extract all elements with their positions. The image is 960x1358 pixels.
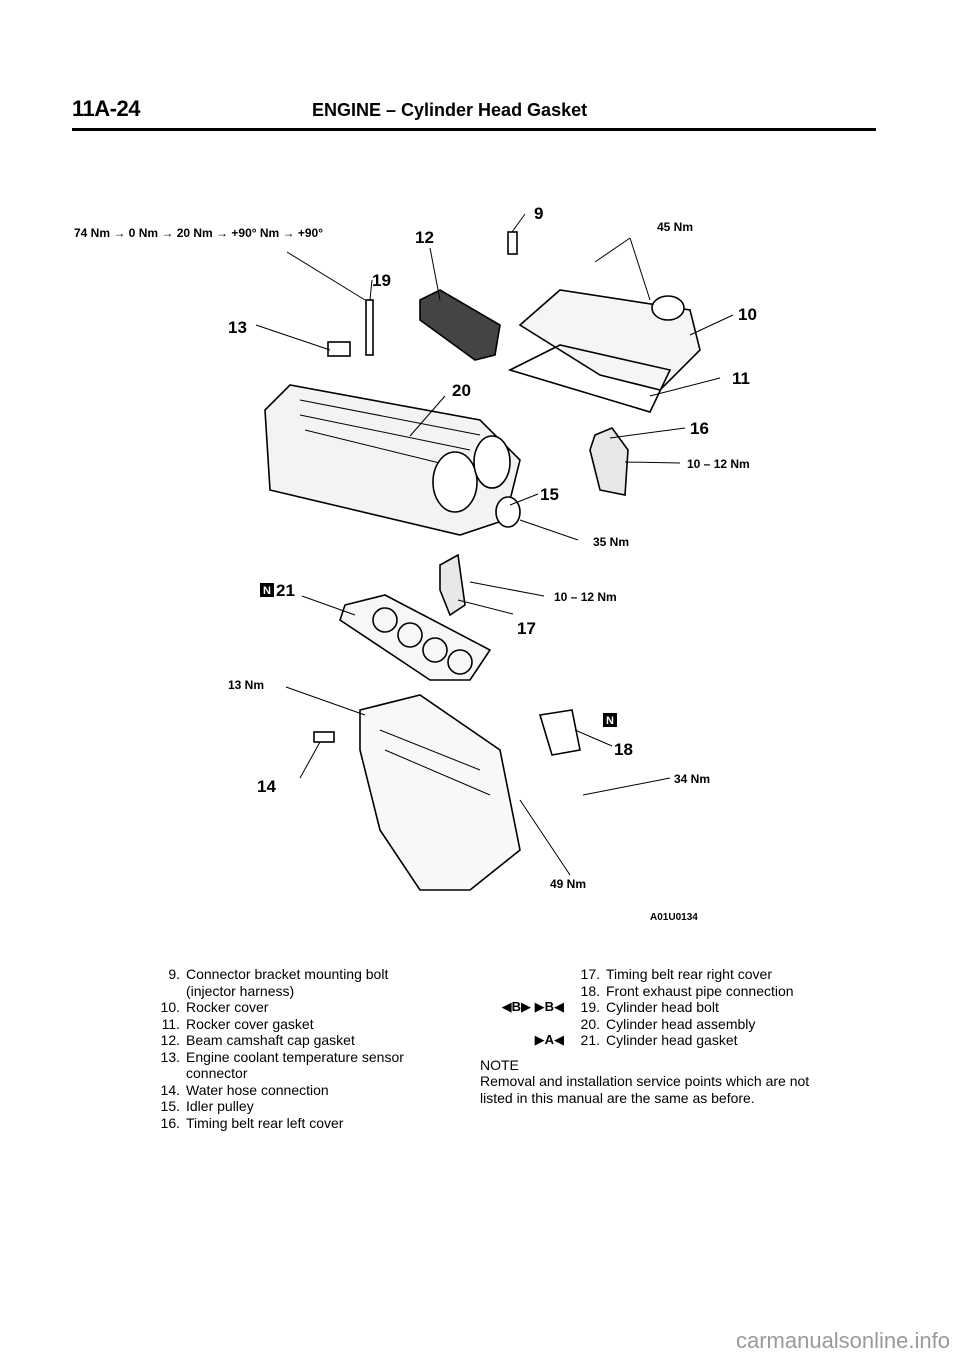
water-hose-torque: 13 Nm [228,678,264,692]
callout-16: 16 [690,419,709,438]
legend-item: 15.Idler pulley [160,1098,254,1114]
watermark-url: carmanualsonline.info [735,1328,950,1353]
figure-id: A01U0134 [650,912,698,923]
new-part-icon-2 [603,713,617,727]
callout-12: 12 [415,228,434,247]
cylinder-block [359,694,521,891]
legend-item: 11.Rocker cover gasket [161,1015,314,1032]
cylinder-head-gasket [339,594,492,681]
legend-item: ◀B▶ ▶B◀19.Cylinder head bolt [501,999,719,1015]
idler-pulley [495,496,521,528]
rear-right-cover-torque: 10 – 12 Nm [687,457,750,471]
water-hose-connection [313,731,335,743]
camshaft-cap-gasket [419,289,501,361]
legend-item: 20.Cylinder head assembly [580,1015,756,1032]
page-title: ENGINE – Cylinder Head Gasket [312,100,588,120]
callout-20: 20 [452,381,471,400]
rear-right-cover [589,427,629,496]
idler-pulley-torque: 35 Nm [593,535,629,549]
legend-item: 9.Connector bracket mounting bolt [168,966,389,982]
diagram-parts [264,231,701,891]
callout-17: 17 [517,619,536,638]
new-part-mark: N [263,585,271,597]
callout-11: 11 [732,369,750,388]
note-text-line: listed in this manual are the same as be… [480,1089,755,1106]
page-header: 11A-24 ENGINE – Cylinder Head Gasket [72,96,876,131]
coolant-sensor-connector [327,341,351,357]
callout-10: 10 [738,305,757,324]
camshaft-pulley-1 [432,451,478,513]
callout-21: 21 [276,581,295,600]
note-title: NOTE [480,1056,519,1073]
new-part-mark-2: N [606,715,614,727]
connector-bracket-bolt [507,231,518,255]
callout-14: 14 [257,777,276,796]
legend-item: 18.Front exhaust pipe connection [580,982,794,999]
legend-left: 9.Connector bracket mounting bolt (injec… [150,966,470,1131]
page-number: 11A-24 [72,96,140,121]
lower-bolt-torque: 49 Nm [550,877,586,891]
legend-item: 14.Water hose connection [160,1081,329,1098]
new-part-icon [260,583,274,597]
oil-filler-cap [651,295,685,321]
leader-lines [255,213,734,876]
rear-left-cover-torque: 10 – 12 Nm [554,590,617,604]
note-text-line: Removal and installation service points … [480,1073,810,1089]
head-bolt-torque-sequence: 74 Nm → 0 Nm → 20 Nm → +90° Nm → +90° [74,226,323,240]
legend-item: connector [186,1065,248,1081]
legend-item: 12.Beam camshaft cap gasket [160,1032,355,1048]
exhaust-connection-torque: 34 Nm [674,772,710,786]
camshaft-pulley-2 [473,435,511,489]
callout-13: 13 [228,318,247,337]
exhaust-connection [538,709,581,756]
callout-labels: 74 Nm → 0 Nm → 20 Nm → +90° Nm → +90° 12… [74,204,757,923]
head-bolt [365,299,374,356]
legend-item: 10.Rocker cover [160,999,269,1015]
legend-right: 17.Timing belt rear right cover 18.Front… [480,966,880,1106]
rear-left-cover [439,553,466,617]
legend-item: 13.Engine coolant temperature sensor [160,1048,404,1065]
legend-item: 17.Timing belt rear right cover [580,966,772,982]
exploded-diagram: 74 Nm → 0 Nm → 20 Nm → +90° Nm → +90° 12… [74,204,757,923]
header-rule [72,128,876,131]
legend-item: ▶A◀21.Cylinder head gasket [534,1032,738,1048]
legend-item: (injector harness) [186,982,295,999]
legend-item: 16.Timing belt rear left cover [160,1114,344,1131]
callout-19: 19 [372,271,391,290]
callout-9: 9 [534,204,543,223]
callout-15: 15 [540,485,559,504]
callout-18: 18 [614,740,633,759]
rocker-cover-gasket [507,344,672,413]
rocker-cover-torque: 45 Nm [657,220,693,234]
